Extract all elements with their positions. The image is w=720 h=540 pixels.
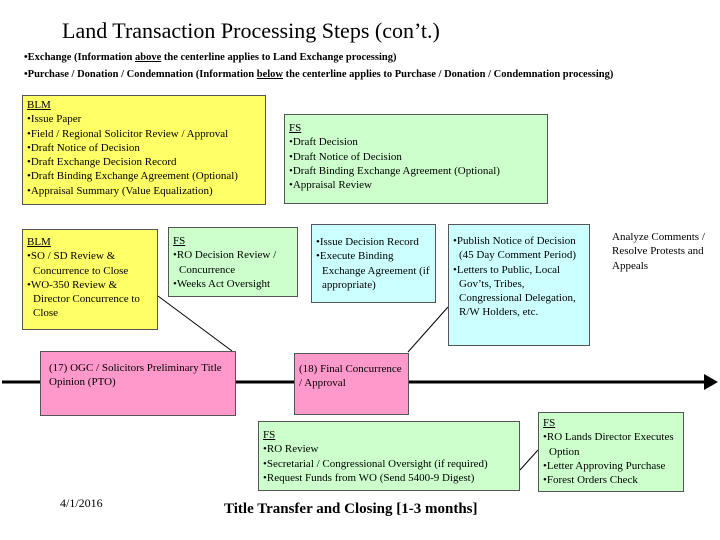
page-title: Land Transaction Processing Steps (con’t… [62,18,440,43]
box-header: FS [263,429,276,441]
fs-right-box: FS •RO Lands Director Executes Option •L… [538,412,684,492]
fs-top-box: FS •Draft Decision •Draft Notice of Deci… [284,114,548,204]
list-item: •Draft Exchange Decision Record [27,156,177,169]
list-item: •Publish Notice of Decision (45 Day Comm… [453,235,577,262]
list-item: •Appraisal Summary (Value Equalization) [27,184,213,197]
list-item: •Field / Regional Solicitor Review / App… [27,127,229,140]
date-label: 4/1/2016 [60,496,103,510]
publish-notice-box: •Publish Notice of Decision (45 Day Comm… [448,224,590,346]
list-item: •RO Review [263,443,319,456]
box-header: FS [289,122,302,134]
analyze-comments-text: Analyze Comments / Resolve Protests and … [612,231,705,272]
box-header: BLM [27,99,51,111]
list-item: •Request Funds from WO (Send 5400-9 Dige… [263,471,475,484]
list-item: •Secretarial / Congressional Oversight (… [263,457,488,470]
blm-top-box: BLM •Issue Paper •Field / Regional Solic… [22,95,266,205]
issue-decision-box: •Issue Decision Record •Execute Binding … [311,224,436,303]
list-item: •Forest Orders Check [543,474,638,487]
connector-fs-mid-ogc [157,295,233,352]
box-header: FS [173,235,186,247]
list-item: •WO-350 Review & Director Concurrence to… [27,278,140,320]
intro-purchase: •Purchase / Donation / Condemnation (Inf… [24,69,614,80]
connector-fs-right-fs-bottom [519,449,539,471]
fs-mid-box: FS •RO Decision Review / Concurrence •We… [168,227,298,297]
connector-publish-final [407,306,449,353]
footer-title: Title Transfer and Closing [1-3 months] [224,501,478,517]
blm-mid-box: BLM •SO / SD Review & Concurrence to Clo… [22,229,158,330]
list-item: •Draft Binding Exchange Agreement (Optio… [27,170,238,183]
box-header: FS [543,417,556,429]
box-header: BLM [27,236,51,248]
fs-bottom-box: FS •RO Review •Secretarial / Congression… [258,421,520,491]
intro-exchange: •Exchange (Information above the centerl… [24,52,397,63]
list-item: •Issue Decision Record [316,236,419,248]
final-concurrence-box: (18) Final Concurrence / Approval [294,353,409,415]
list-item: •Letter Approving Purchase [543,459,666,472]
list-item: •RO Lands Director Executes Option [543,431,674,458]
list-item: •Draft Decision [289,136,358,149]
list-item: •Draft Notice of Decision [289,150,402,163]
list-item: •Weeks Act Oversight [173,277,271,290]
list-item: •Letters to Public, Local Gov’ts, Tribes… [453,263,576,319]
list-item: •Draft Binding Exchange Agreement (Optio… [289,164,500,177]
centerline-arrowhead [704,374,718,390]
list-item: •RO Decision Review / Concurrence [173,249,277,276]
list-item: •SO / SD Review & Concurrence to Close [27,250,129,277]
list-item: •Issue Paper [27,113,82,126]
list-item: •Appraisal Review [289,179,372,192]
list-item: •Execute Binding Exchange Agreement (if … [316,250,430,291]
list-item: •Draft Notice of Decision [27,141,140,154]
ogc-box: (17) OGC / Solicitors Preliminary Title … [40,351,236,416]
